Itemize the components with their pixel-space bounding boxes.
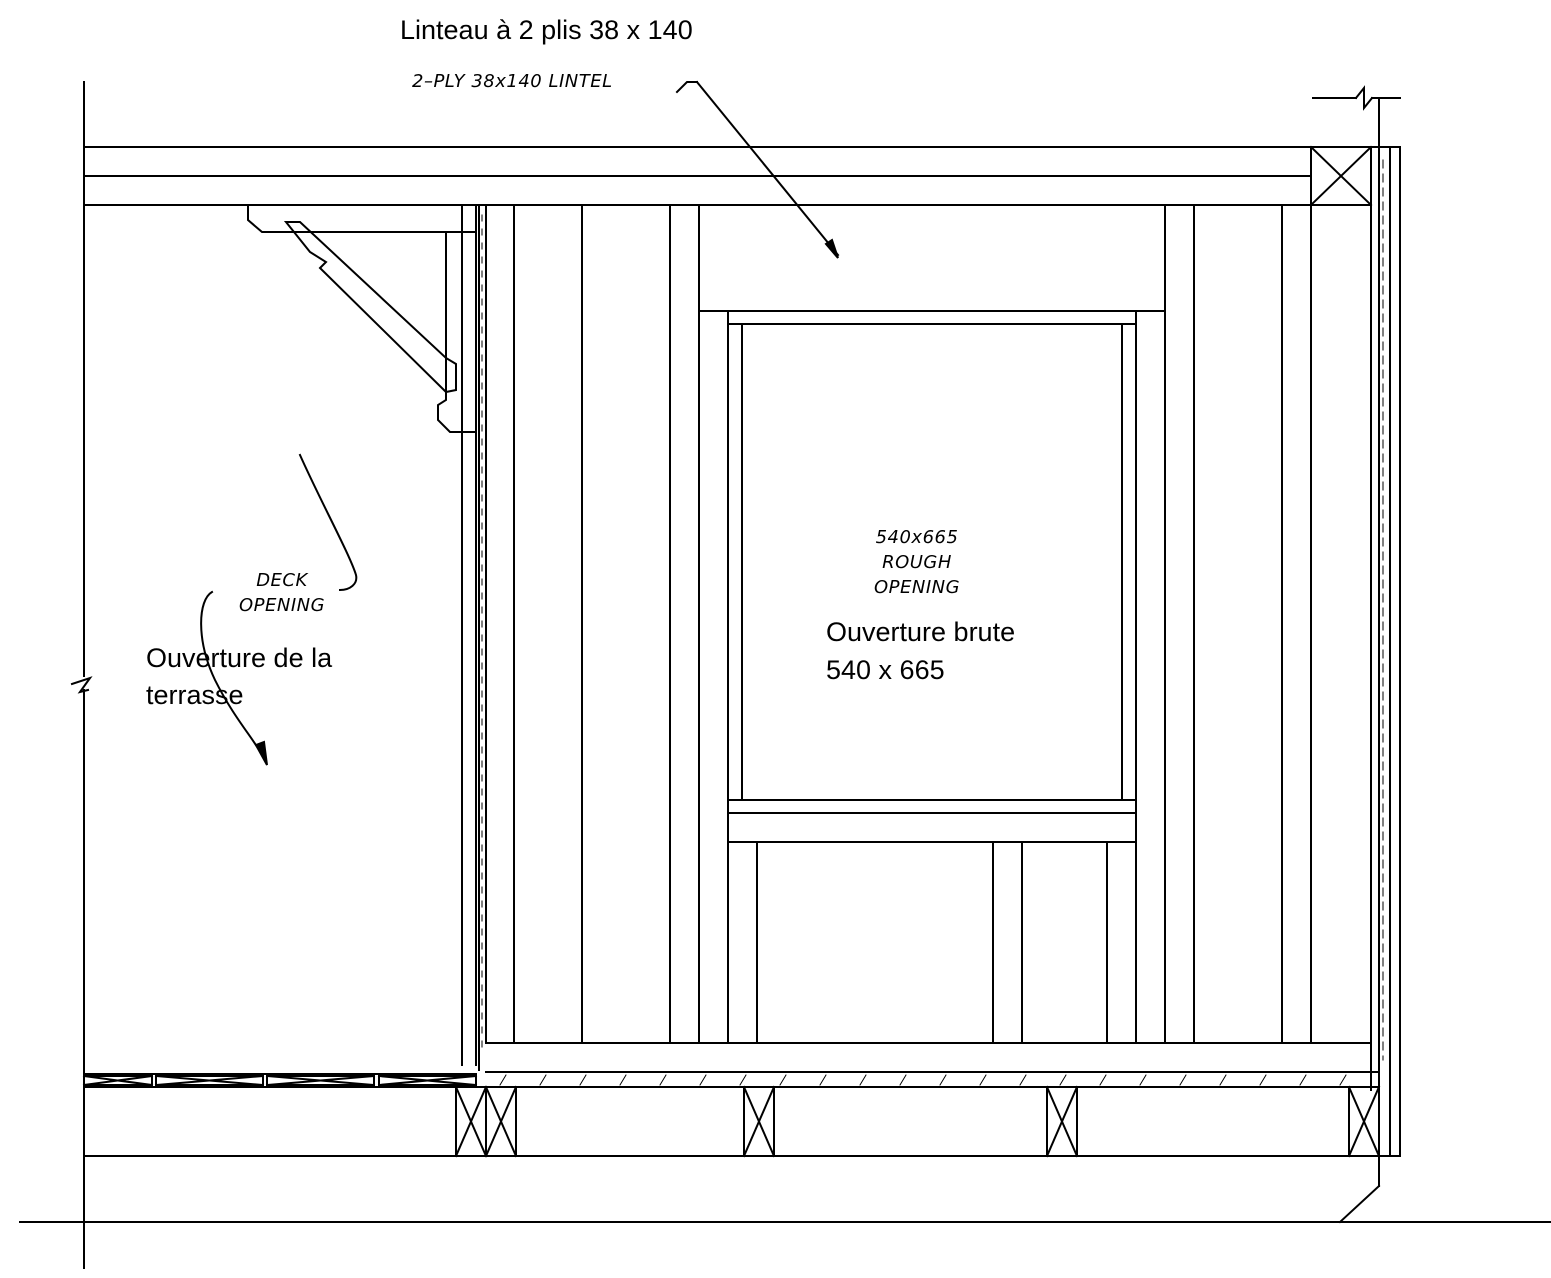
- rough-opening-fr-2: 540 x 665: [826, 655, 945, 685]
- lintel-leader: [675, 80, 840, 259]
- rough-opening-fr-1: Ouverture brute: [826, 617, 1016, 647]
- left-break-line: [70, 81, 93, 1269]
- deck-leader: [200, 453, 358, 766]
- top-plates: [83, 146, 1312, 206]
- rough-opening-en-1: 540x665: [875, 527, 959, 548]
- bottom-plate: [485, 1042, 1379, 1088]
- lintel-label-en: 2–PLY 38x140 LINTEL: [412, 71, 613, 92]
- wall-studs: [513, 204, 1312, 1044]
- window-framing: [698, 310, 1166, 1044]
- rim-joist-top: [1309, 145, 1373, 207]
- deck-boards: [82, 1073, 487, 1088]
- deck-label-fr-2: terrasse: [146, 680, 244, 710]
- deck-label-en-1: DECK: [256, 570, 308, 591]
- deck-label-fr-1: Ouverture de la: [146, 643, 333, 673]
- right-break-line: [1312, 85, 1401, 1224]
- rough-opening-en-2: ROUGH: [882, 552, 952, 573]
- rough-opening-en-3: OPENING: [873, 577, 961, 598]
- lintel-label-fr: Linteau à 2 plis 38 x 140: [400, 15, 693, 45]
- wall-sheathing: [1370, 146, 1401, 1157]
- deck-label-en-2: OPENING: [238, 595, 326, 616]
- left-wall-sheathing: [475, 204, 487, 1071]
- floor-joists: [454, 1085, 1381, 1158]
- deck-bracket: [247, 204, 477, 433]
